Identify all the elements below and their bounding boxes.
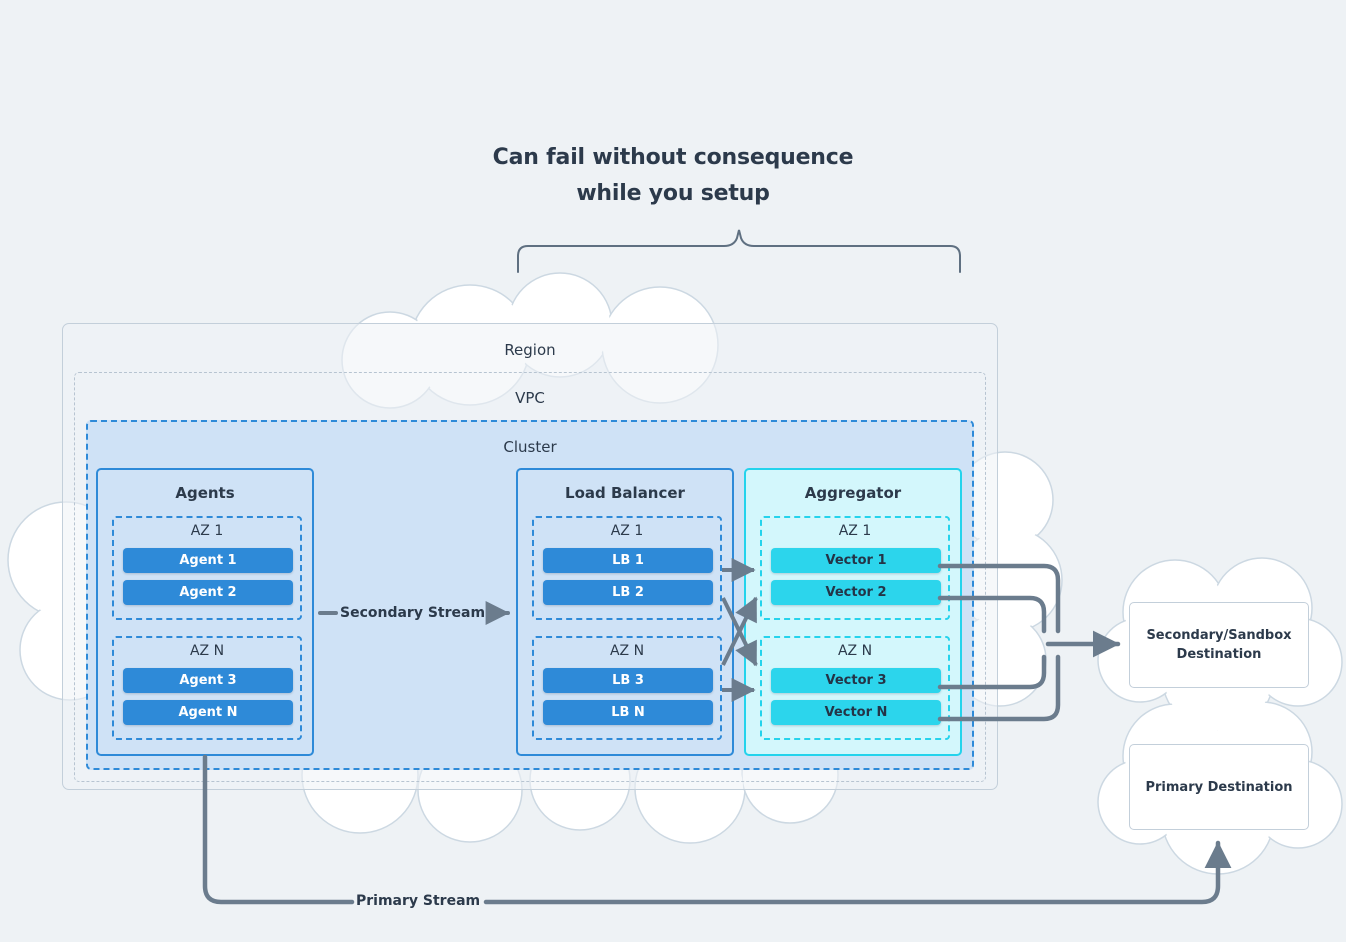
cluster-label: Cluster <box>503 438 557 456</box>
secondary-stream-label: Secondary Stream <box>340 605 486 621</box>
lb-az-n-label: AZ N <box>609 643 645 659</box>
node-lb-n[interactable]: LB N <box>543 700 713 725</box>
agents-az-1-label: AZ 1 <box>190 523 224 539</box>
node-agent-3[interactable]: Agent 3 <box>123 668 293 693</box>
node-agent-n[interactable]: Agent N <box>123 700 293 725</box>
secondary-destination-line-1: Secondary/Sandbox <box>1146 628 1292 643</box>
primary-destination[interactable]: Primary Destination <box>1129 744 1309 830</box>
secondary-sandbox-destination[interactable]: Secondary/Sandbox Destination <box>1129 602 1309 688</box>
secondary-destination-line-2: Destination <box>1176 647 1262 662</box>
node-lb-2[interactable]: LB 2 <box>543 580 713 605</box>
aggregator-az-n-label: AZ N <box>837 643 873 659</box>
node-vector-3[interactable]: Vector 3 <box>771 668 941 693</box>
region-label: Region <box>504 341 556 359</box>
node-lb-1[interactable]: LB 1 <box>543 548 713 573</box>
node-vector-1[interactable]: Vector 1 <box>771 548 941 573</box>
connector-primary-stream-right <box>483 840 1232 905</box>
agents-az-n-label: AZ N <box>189 643 225 659</box>
node-vector-n[interactable]: Vector N <box>771 700 941 725</box>
aggregator-az-n: AZ N Vector 3 Vector N <box>760 636 950 740</box>
agents-panel-title: Agents <box>175 484 235 502</box>
headline-line-2: while you setup <box>576 181 770 206</box>
primary-destination-label: Primary Destination <box>1145 779 1293 795</box>
lb-az-1-label: AZ 1 <box>610 523 644 539</box>
vpc-label: VPC <box>515 389 545 407</box>
curly-brace <box>517 229 961 273</box>
lb-az-n: AZ N LB 3 LB N <box>532 636 722 740</box>
agents-az-n: AZ N Agent 3 Agent N <box>112 636 302 740</box>
aggregator-az-1-label: AZ 1 <box>838 523 872 539</box>
node-agent-1[interactable]: Agent 1 <box>123 548 293 573</box>
primary-stream-label: Primary Stream <box>356 893 481 909</box>
headline: Can fail without consequence while you s… <box>0 140 1346 212</box>
aggregator-panel: Aggregator AZ 1 Vector 1 Vector 2 AZ N V… <box>744 468 962 756</box>
headline-line-1: Can fail without consequence <box>492 145 854 170</box>
node-agent-2[interactable]: Agent 2 <box>123 580 293 605</box>
load-balancer-panel: Load Balancer AZ 1 LB 1 LB 2 AZ N LB 3 L… <box>516 468 734 756</box>
agents-az-1: AZ 1 Agent 1 Agent 2 <box>112 516 302 620</box>
aggregator-panel-title: Aggregator <box>804 484 902 502</box>
aggregator-az-1: AZ 1 Vector 1 Vector 2 <box>760 516 950 620</box>
lb-az-1: AZ 1 LB 1 LB 2 <box>532 516 722 620</box>
load-balancer-panel-title: Load Balancer <box>565 484 685 502</box>
node-lb-3[interactable]: LB 3 <box>543 668 713 693</box>
agents-panel: Agents AZ 1 Agent 1 Agent 2 AZ N Agent 3… <box>96 468 314 756</box>
node-vector-2[interactable]: Vector 2 <box>771 580 941 605</box>
